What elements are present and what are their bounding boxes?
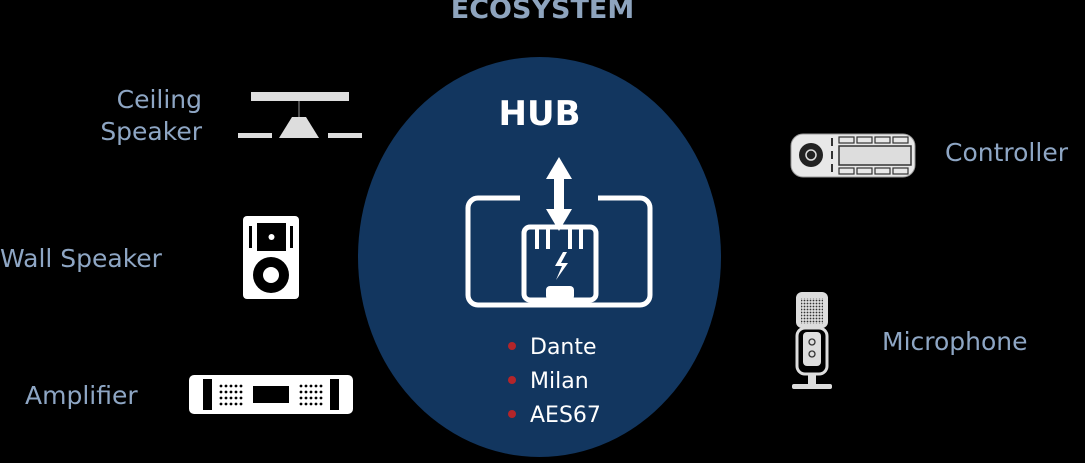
- protocol-milan: Milan: [508, 369, 589, 394]
- protocol-aes67: AES67: [508, 403, 601, 428]
- bullet-icon: [508, 376, 516, 384]
- hub-network-icon: [465, 157, 653, 308]
- hub-circle: [358, 57, 721, 457]
- amplifier-icon: [189, 375, 353, 414]
- microphone-icon: [792, 292, 832, 389]
- controller-icon: [790, 133, 916, 178]
- label-ceiling-speaker: Ceiling Speaker: [100, 85, 202, 146]
- bullet-icon: [508, 410, 516, 418]
- wall-speaker-icon: [243, 216, 299, 299]
- label-wall-speaker: Wall Speaker: [0, 244, 162, 273]
- diagram-title: ECOSYSTEM: [450, 0, 635, 25]
- protocol-dante: Dante: [508, 335, 597, 360]
- bullet-icon: [508, 342, 516, 350]
- ceiling-speaker-icon: [238, 92, 362, 138]
- label-controller: Controller: [945, 138, 1068, 167]
- label-microphone: Microphone: [882, 327, 1028, 356]
- label-amplifier: Amplifier: [25, 381, 138, 410]
- hub-title: HUB: [498, 94, 581, 134]
